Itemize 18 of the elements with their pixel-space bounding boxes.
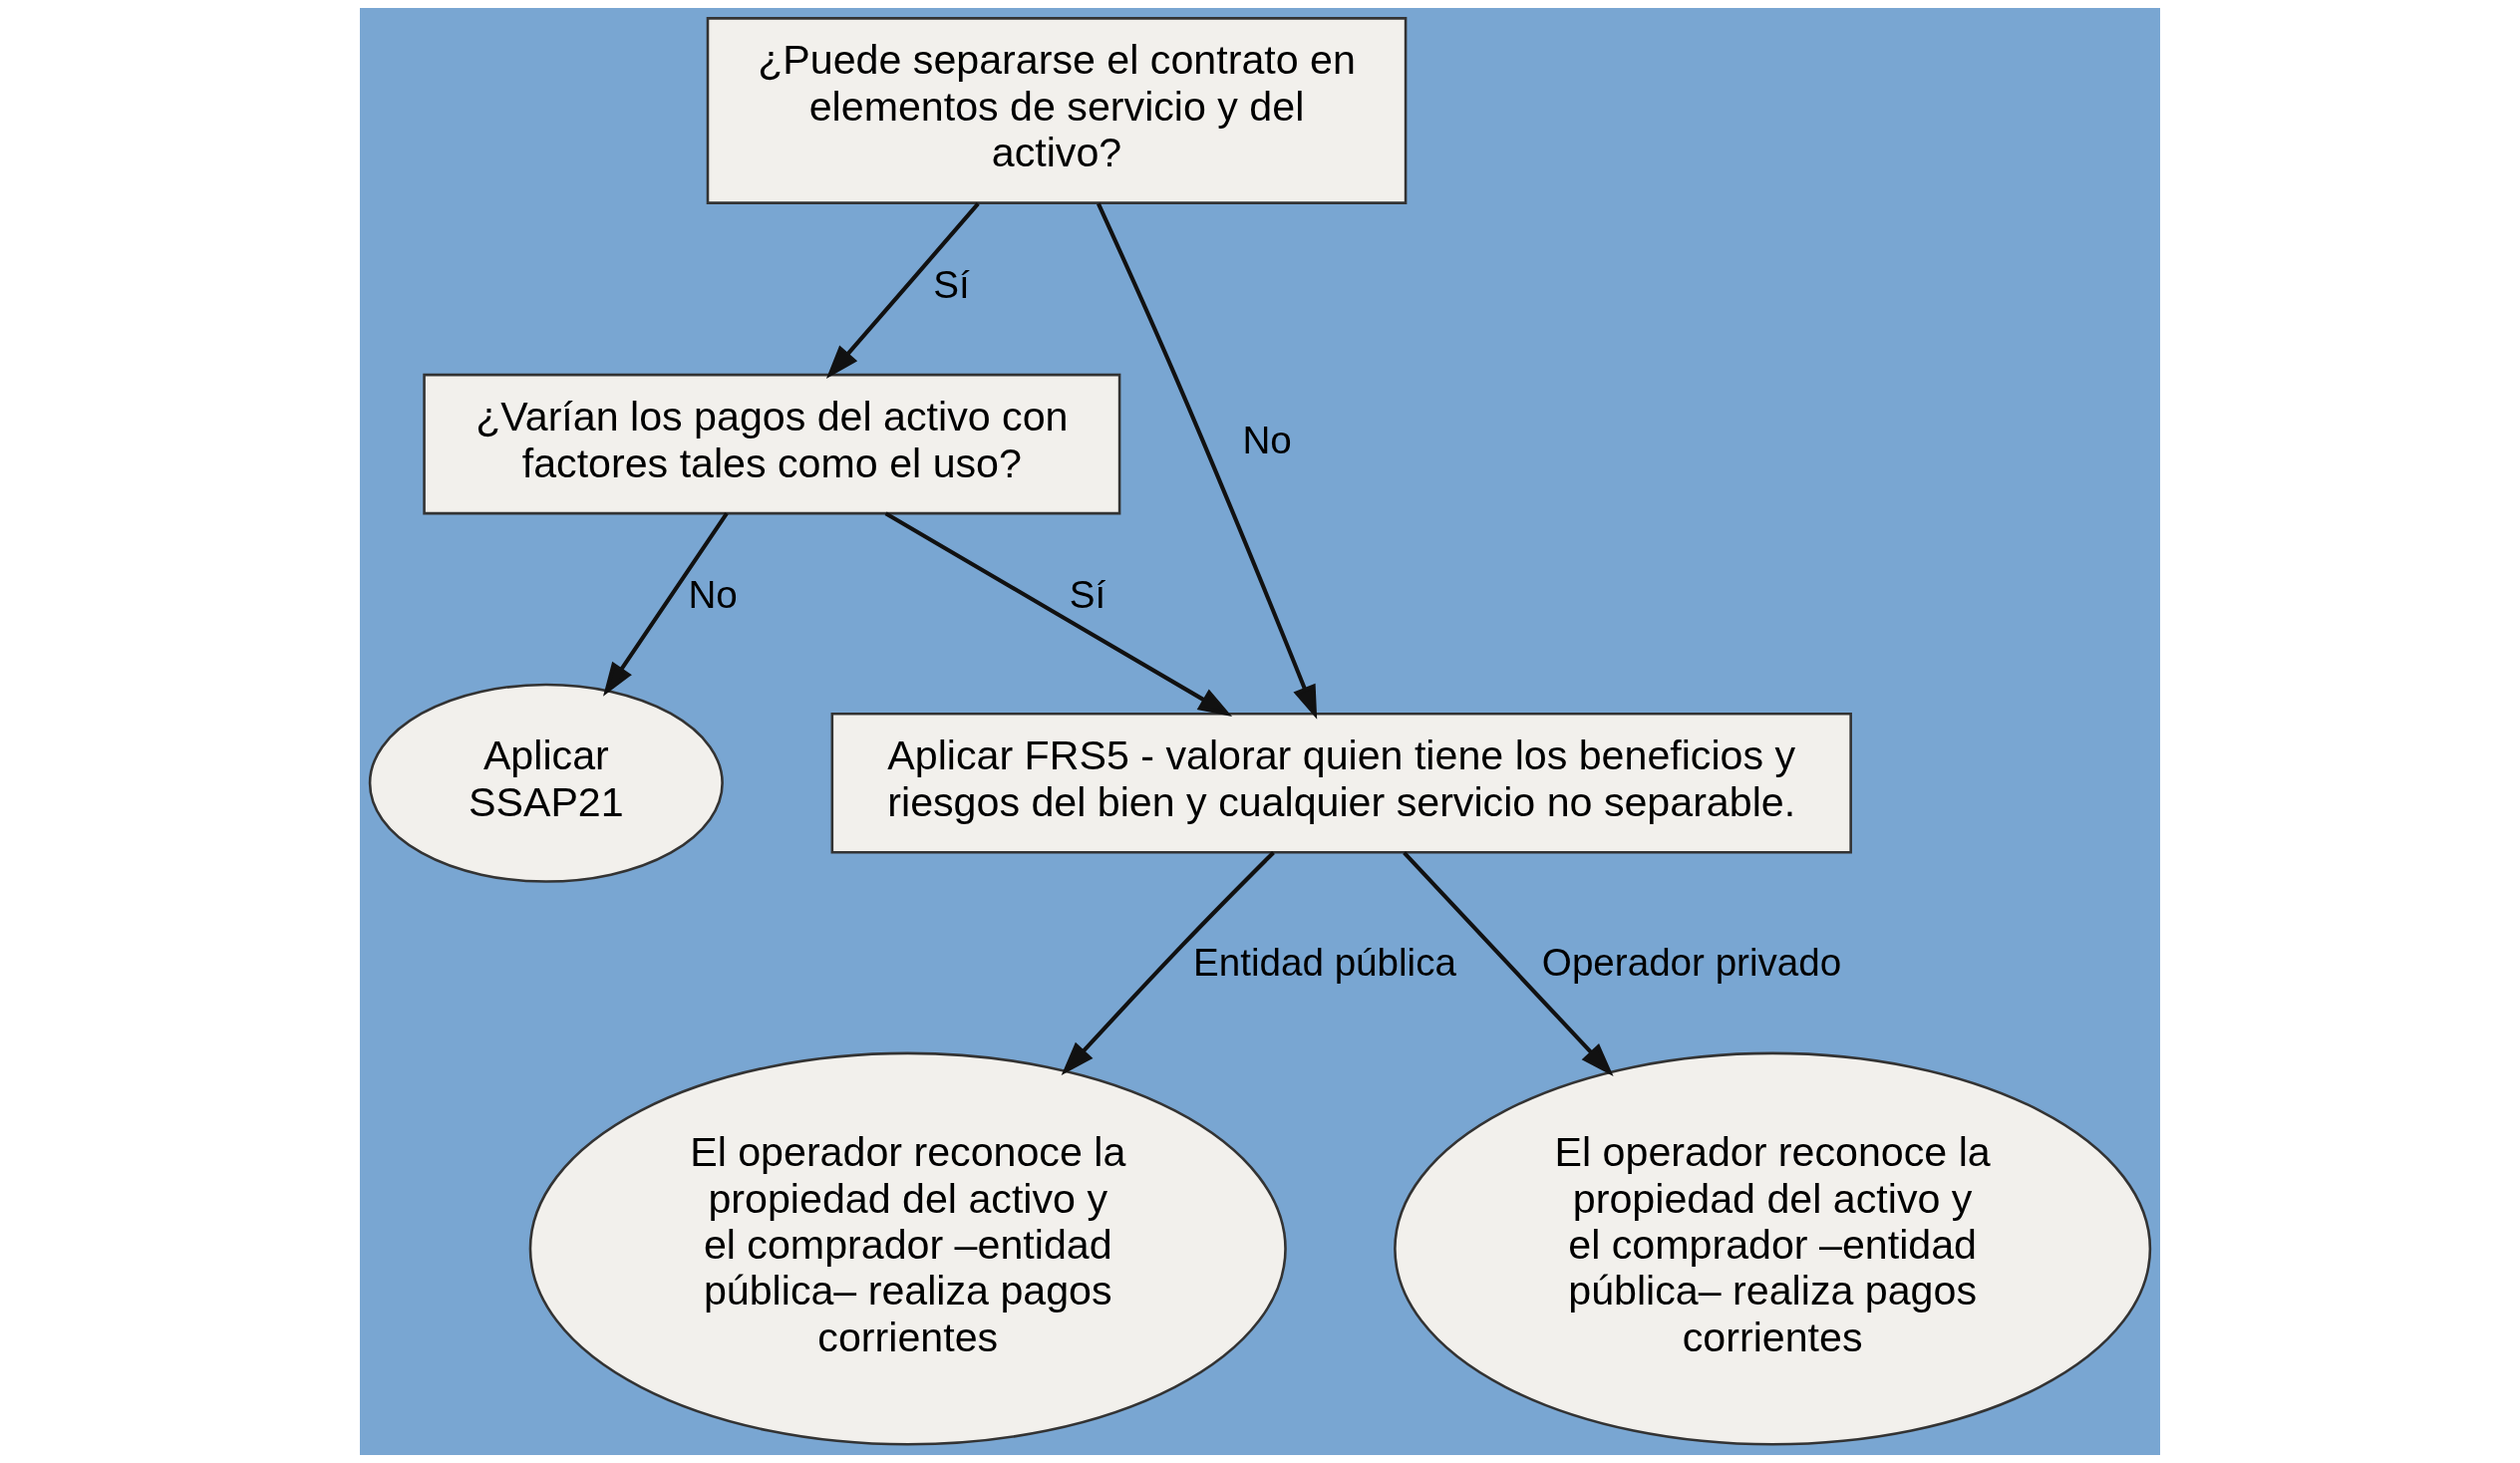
edge-label: Operador privado <box>1541 941 1842 985</box>
arrow <box>1061 851 1275 1075</box>
node-ellipse: El operador reconoce la propiedad del activo y el comprador –entidad pública– realiza pagos corrientes <box>528 1051 1287 1446</box>
edge-label: Sí <box>1069 573 1106 617</box>
edge-label: Sí <box>933 262 970 306</box>
node-box: ¿Varían los pagos del activo con factores tales como el uso? <box>423 373 1121 515</box>
arrow <box>1097 202 1318 720</box>
node-ellipse: El operador reconoce la propiedad del activo y el comprador –entidad pública– realiza pagos corrientes <box>1394 1051 2152 1446</box>
arrow <box>825 202 980 380</box>
edge-label: No <box>688 573 738 617</box>
edge-label: Entidad pública <box>1193 941 1456 985</box>
arrow <box>884 511 1233 717</box>
node-box: Aplicar FRS5 - valorar quien tiene los beneficios y riesgos del bien y cualquier servicio no separable. <box>830 713 1852 854</box>
arrow <box>1403 851 1614 1077</box>
arrow <box>603 512 729 697</box>
node-ellipse: Aplicar SSAP21 <box>368 683 724 883</box>
edge-label: No <box>1242 418 1292 461</box>
node-box: ¿Puede separarse el contrato en elementos de servicio y del activo? <box>706 17 1408 204</box>
